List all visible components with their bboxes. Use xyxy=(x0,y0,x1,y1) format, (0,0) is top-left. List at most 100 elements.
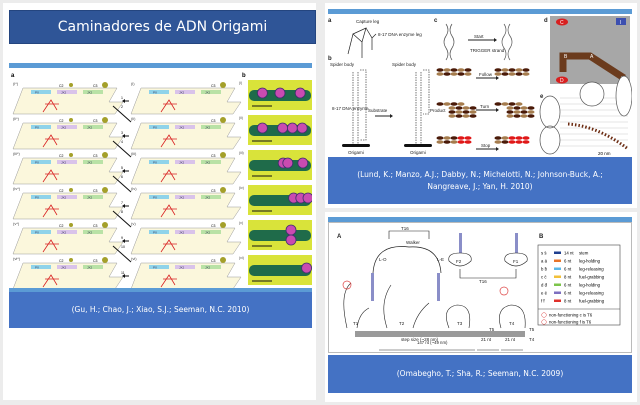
tag-label: JX2 xyxy=(205,195,211,199)
cargo-label: C3 xyxy=(211,189,216,193)
origami-tile-marker xyxy=(455,106,463,110)
step-number: 4 xyxy=(121,140,123,144)
cargo-dot xyxy=(102,117,108,123)
origami-label-2: Origami xyxy=(410,150,426,155)
afm-particle xyxy=(285,224,297,236)
turn-label: Turn xyxy=(480,104,490,109)
origami-tile-marker xyxy=(501,102,509,106)
origami-tile-marker xyxy=(436,140,444,144)
origami-tile xyxy=(130,192,242,220)
substrate-label: Substrate xyxy=(368,108,388,113)
total-length-label-svg: 147 nt (~49 nm) xyxy=(417,340,448,345)
legend-role: fuel-grabbing xyxy=(579,275,605,280)
step-size-label: step size (~28 nm) xyxy=(401,337,439,342)
legend-role: leg-releasing xyxy=(579,291,604,296)
tag-label: JX2 xyxy=(179,265,185,269)
origami-tile-marker xyxy=(520,114,528,118)
t5-label-2: T5 xyxy=(529,327,535,332)
tag-label: JX2 xyxy=(61,265,67,269)
tag-0 xyxy=(149,90,169,94)
point-i: I xyxy=(620,20,621,26)
divider-strip xyxy=(9,63,312,68)
cargo-label: C2 xyxy=(59,189,64,193)
origami-tile-marker xyxy=(494,102,502,106)
step-arrow xyxy=(112,175,132,193)
tag-label: JX2 xyxy=(179,195,185,199)
origami-tile xyxy=(12,192,124,220)
tag-1 xyxy=(175,195,195,199)
tag-2 xyxy=(201,90,221,94)
origami-tile xyxy=(12,157,124,185)
cargo-dot xyxy=(102,222,108,228)
tag-label: JX2 xyxy=(87,230,93,234)
tag-2 xyxy=(83,90,103,94)
cargo-dot xyxy=(220,117,226,123)
tag-0 xyxy=(149,230,169,234)
step-number: 6 xyxy=(121,175,123,179)
tag-0 xyxy=(31,230,51,234)
step-arrow xyxy=(112,140,132,158)
origami-tile-marker xyxy=(508,136,516,140)
origami-tile xyxy=(12,227,124,255)
origami-tile-marker xyxy=(527,110,535,114)
origami-tile-marker xyxy=(450,102,458,106)
tag-label: JX2 xyxy=(205,230,211,234)
tag-1 xyxy=(57,265,77,269)
origami-tile-marker xyxy=(515,140,523,144)
tag-1 xyxy=(57,90,77,94)
stop-label: Stop xyxy=(481,143,491,148)
legend-note: non-functioning f is T6 xyxy=(549,320,592,325)
divider-strip xyxy=(328,9,632,14)
origami-tile-marker xyxy=(522,136,530,140)
step-number: 5 xyxy=(121,166,123,170)
origami-tile-marker xyxy=(443,68,451,72)
tag-label: JX2 xyxy=(205,125,211,129)
tag-label: PX xyxy=(35,90,39,94)
lund-caption: (Lund, K.; Manzo, A.J.; Dabby, N.; Miche… xyxy=(328,157,632,204)
row-label: (iv*) xyxy=(13,186,21,191)
legend-length: 6 nt xyxy=(564,259,572,264)
tag-0 xyxy=(149,195,169,199)
origami-tile-marker xyxy=(506,106,514,110)
walker xyxy=(42,274,59,288)
arrowhead xyxy=(122,99,125,103)
cargo-label: C2 xyxy=(59,224,64,228)
label-b: b xyxy=(328,56,332,62)
tag-label: PX xyxy=(35,160,39,164)
afm-label: (v) xyxy=(239,221,243,225)
origami-tile-marker xyxy=(455,110,463,114)
legend-swatch xyxy=(554,275,561,278)
origami-tile-marker xyxy=(494,140,502,144)
legend-length: 6 nt xyxy=(564,283,572,288)
tag-1 xyxy=(57,160,77,164)
afm-strand xyxy=(249,230,311,241)
cargo-dot xyxy=(220,257,226,263)
origami-tile-marker xyxy=(464,140,472,144)
origami-tile xyxy=(130,122,242,150)
lo-label: L-O xyxy=(379,257,387,262)
tag-1 xyxy=(57,230,77,234)
origami-tile-marker xyxy=(494,72,502,76)
origami-tile-marker xyxy=(462,110,470,114)
arrowhead xyxy=(122,274,125,278)
origami-tile-marker xyxy=(450,140,458,144)
tag-label: JX2 xyxy=(179,160,185,164)
afm-particle xyxy=(277,122,289,134)
legend-length: 6 nt xyxy=(564,267,572,272)
row-label: (iv) xyxy=(131,186,137,191)
cargo-label: C3 xyxy=(93,154,98,158)
cargo-dot xyxy=(220,82,226,88)
origami-tile-marker xyxy=(494,68,502,72)
trigger-label: TRIGGER strand xyxy=(470,48,505,53)
step-number: 9 xyxy=(121,236,123,240)
tag-0 xyxy=(149,125,169,129)
omabegho-figure: A B T16 Walker L-O L-E F2 F1 T16 T1 T2 T… xyxy=(328,222,632,353)
origami-tile-marker xyxy=(448,114,456,118)
origami-tile-marker xyxy=(455,114,463,118)
le-label: L-E xyxy=(437,257,444,262)
start-label: Start xyxy=(474,34,484,39)
step-arrow xyxy=(112,105,132,123)
row-label: (ii) xyxy=(131,116,136,121)
tag-label: PX xyxy=(153,265,157,269)
walker xyxy=(160,99,177,113)
